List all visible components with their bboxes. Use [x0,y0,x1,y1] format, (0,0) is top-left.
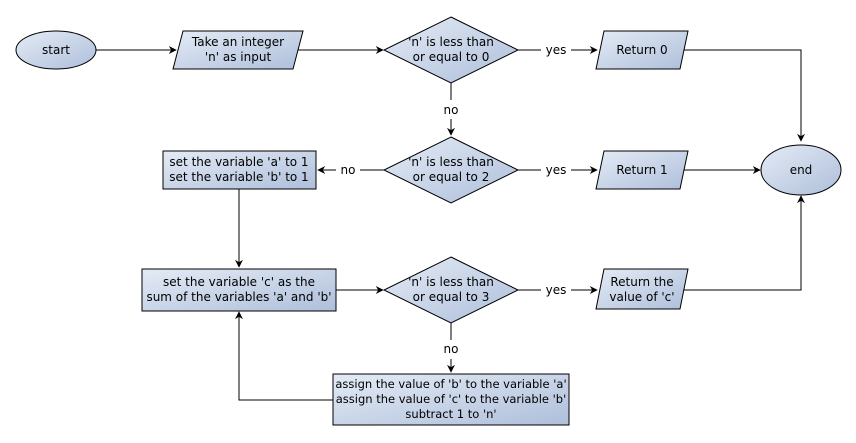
cond1-label-line1: 'n' is less than [408,35,494,49]
edges [96,46,805,401]
decision-node-3: 'n' is less than or equal to 3 [382,256,520,324]
cond2-label-line1: 'n' is less than [408,155,494,169]
end-node: end [760,144,842,196]
set-ab-node: set the variable 'a' to 1 set the variab… [162,150,317,190]
cond1-no-label: no [444,103,459,117]
start-node: start [15,30,97,70]
cond2-label-line2: or equal to 2 [413,170,490,184]
cond1-yes-label: yes [546,43,567,57]
edge-labels: yes no yes no yes no [341,43,567,356]
return-0-node: Return 0 [595,30,689,70]
decision-node-1: 'n' is less than or equal to 0 [382,16,520,84]
return-1-node: Return 1 [595,150,689,190]
cond2-yes-label: yes [546,163,567,177]
cond2-no-label: no [341,163,356,177]
assign-label-line1: assign the value of 'b' to the variable … [335,377,566,391]
input-label-line1: Take an integer [191,35,284,49]
assign-label-line2: assign the value of 'c' to the variable … [336,392,567,406]
return-c-node: Return the value of 'c' [595,268,689,310]
start-label: start [42,43,70,57]
return1-label: Return 1 [616,163,667,177]
cond3-label-line2: or equal to 3 [413,290,490,304]
set-c-label-line2: sum of the variables 'a' and 'b' [146,290,331,304]
set-ab-label-line1: set the variable 'a' to 1 [169,155,308,169]
cond1-label-line2: or equal to 0 [413,50,490,64]
edge-returnc-to-end [683,195,805,291]
return-c-label-line1: Return the [610,275,673,289]
return0-label: Return 0 [616,43,667,57]
assign-label-line3: subtract 1 to 'n' [405,407,496,421]
end-label: end [790,163,813,177]
cond3-label-line1: 'n' is less than [408,275,494,289]
edge-assign-to-setc [235,311,333,401]
decision-node-2: 'n' is less than or equal to 2 [382,136,520,204]
cond3-no-label: no [444,342,459,356]
return-c-label-line2: value of 'c' [609,290,674,304]
set-c-label-line1: set the variable 'c' as the [163,275,315,289]
assign-node: assign the value of 'b' to the variable … [332,373,570,426]
input-label-line2: 'n' as input [205,50,272,64]
input-node: Take an integer 'n' as input [172,30,304,70]
set-c-node: set the variable 'c' as the sum of the v… [141,268,337,312]
set-ab-label-line2: set the variable 'b' to 1 [169,170,308,184]
cond3-yes-label: yes [546,283,567,297]
edge-return0-to-end [683,49,805,142]
